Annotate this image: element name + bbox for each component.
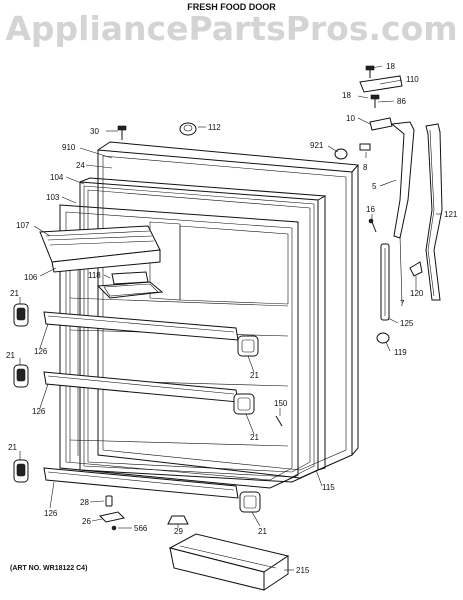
callout-30: 30	[90, 127, 99, 136]
callout-215: 215	[296, 566, 310, 575]
callout-21: 21	[258, 527, 267, 536]
callout-106: 106	[24, 273, 38, 282]
callout-120: 120	[410, 289, 424, 298]
leader-lines	[19, 65, 442, 571]
callout-26: 26	[82, 517, 91, 526]
callout-110: 110	[406, 75, 419, 84]
dairy-door	[39, 225, 161, 273]
callout-150: 150	[274, 399, 288, 408]
diagram-title: FRESH FOOD DOOR	[187, 2, 276, 12]
callout-103: 103	[46, 193, 60, 202]
shelf-rail	[43, 311, 239, 499]
callout-7: 7	[400, 299, 405, 308]
door-gasket	[79, 177, 327, 483]
callout-121: 121	[444, 210, 458, 219]
callout-24: 24	[76, 161, 85, 170]
callout-125: 125	[400, 319, 414, 328]
door-handle	[390, 121, 443, 301]
art-number: (ART NO. WR18122 C4)	[10, 565, 88, 572]
callout-921: 921	[310, 141, 324, 150]
callout-21: 21	[250, 371, 259, 380]
callout-21: 21	[6, 351, 15, 360]
callout-107: 107	[16, 221, 30, 230]
callout-126: 126	[34, 347, 48, 356]
rail-end-cap-left	[13, 303, 29, 483]
callout-16: 16	[366, 205, 375, 214]
callout-18: 18	[386, 62, 395, 71]
callout-labels: 18 110 18 86 10 30 112 910 921 8 24 104 …	[6, 62, 458, 575]
callout-119: 119	[394, 348, 407, 357]
callout-118: 118	[88, 271, 101, 280]
handle-trim	[368, 218, 423, 344]
door-stop-parts	[99, 495, 189, 531]
hinge-assembly	[359, 65, 403, 151]
callout-21: 21	[8, 443, 17, 452]
callout-566: 566	[134, 524, 148, 533]
watermark: AppliancePartsPros.com	[5, 9, 458, 48]
callout-126: 126	[32, 407, 46, 416]
door-outer-panel	[97, 141, 360, 479]
callout-910: 910	[62, 143, 76, 152]
callout-86: 86	[397, 97, 406, 106]
butter-tray	[96, 271, 164, 299]
callout-28: 28	[80, 498, 89, 507]
callout-18: 18	[342, 91, 351, 100]
screw-150	[275, 415, 283, 427]
callout-21: 21	[250, 433, 259, 442]
door-bin	[168, 533, 290, 591]
callout-126: 126	[44, 509, 58, 518]
callout-5: 5	[372, 182, 377, 191]
callout-8: 8	[363, 163, 368, 172]
top-hardware	[117, 122, 348, 160]
callout-10: 10	[346, 114, 355, 123]
callout-21: 21	[10, 289, 19, 298]
callout-115: 115	[322, 483, 335, 492]
callout-104: 104	[50, 173, 64, 182]
door-liner	[59, 204, 299, 489]
callout-29: 29	[174, 527, 183, 536]
callout-112: 112	[208, 123, 221, 132]
